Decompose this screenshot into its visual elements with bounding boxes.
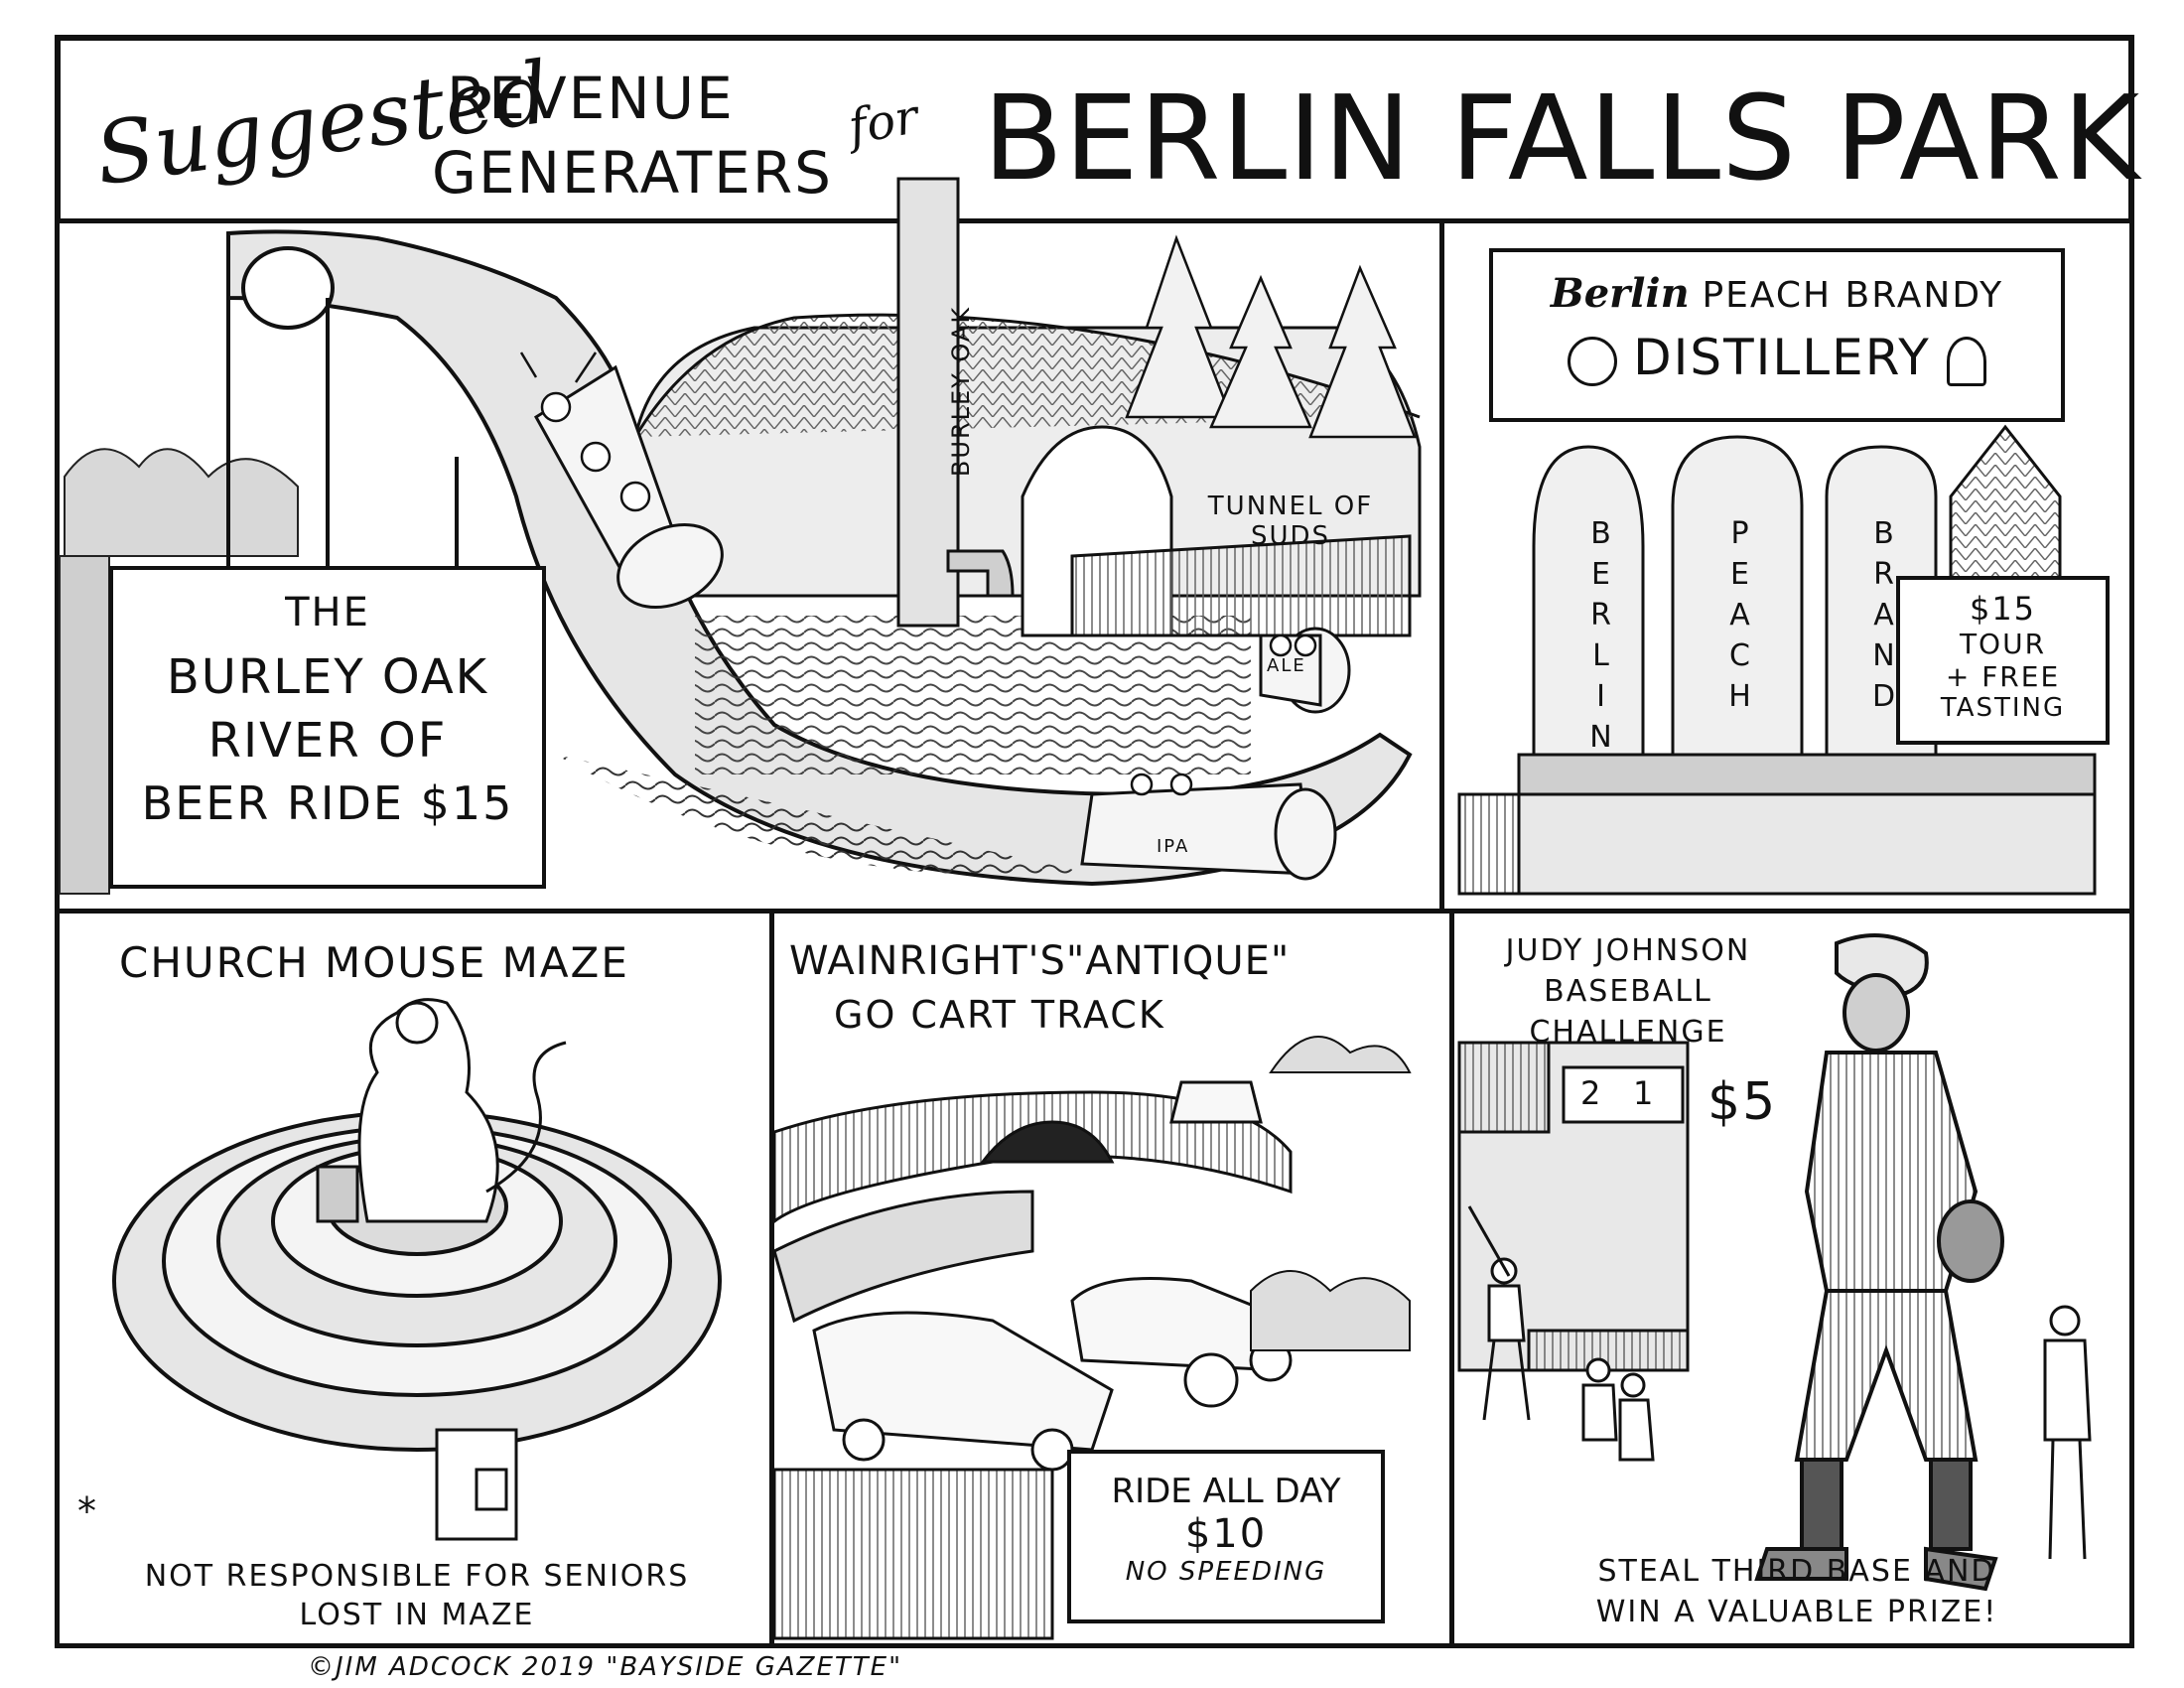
bushes-left xyxy=(59,448,299,895)
baseball-title-line-3: CHALLENGE xyxy=(1529,1015,1727,1050)
silo-letters-1: BERLIN xyxy=(1583,516,1618,761)
batter xyxy=(1467,1205,1531,1421)
peach-icon xyxy=(1568,336,1618,386)
spectators xyxy=(1581,1305,2092,1560)
river-sign-line-2: BURLEY OAK xyxy=(166,649,489,705)
barrel-ipa-label: IPA xyxy=(1157,836,1190,857)
park-name: BERLIN FALLS PARK xyxy=(983,70,2141,207)
distillery-title-script: Berlin xyxy=(1550,270,1690,317)
river-sign-line-3: RIVER OF xyxy=(207,713,448,769)
distillery-price-sign: $15 TOUR + FREE TASTING xyxy=(1896,576,2110,745)
river-ride-sign: THE BURLEY OAK RIVER OF BEER RIDE $15 xyxy=(109,566,546,889)
baseball-player xyxy=(1754,933,2004,1592)
scoreboard-digit-1: 2 xyxy=(1580,1074,1603,1112)
go-carts xyxy=(812,1080,1293,1472)
silo-letters-3: BRAND xyxy=(1866,516,1901,720)
maze-entry xyxy=(435,1428,518,1541)
brewery-building xyxy=(633,313,1422,637)
river-sign-line-4: BEER RIDE $15 xyxy=(141,776,514,830)
baseball-caption-line-1: STEAL THIRD BASE AND xyxy=(1597,1554,1996,1589)
distillery-base xyxy=(1457,753,2097,896)
distillery-title-word: DISTILLERY xyxy=(1633,329,1931,386)
tunnel-label-line-2: SUDS xyxy=(1250,521,1331,551)
header: Suggested REVENUE GENERATERS for BERLIN … xyxy=(55,35,2139,223)
tunnel-label: TUNNEL OF SUDS xyxy=(1171,492,1410,551)
header-line1: REVENUE xyxy=(447,65,735,132)
tunnel-label-line-1: TUNNEL OF xyxy=(1207,492,1374,521)
track xyxy=(772,1090,1293,1640)
baseball-title-line-2: BASEBALL xyxy=(1544,974,1712,1009)
baseball-caption: STEAL THIRD BASE AND WIN A VALUABLE PRIZ… xyxy=(1489,1554,2105,1629)
distillery-title-line-2: DISTILLERY xyxy=(1493,329,2061,386)
oak-post xyxy=(896,177,1015,628)
scoreboard-digit-2: 1 xyxy=(1633,1074,1656,1112)
distillery-title-line-1: Berlin PEACH BRANDY xyxy=(1493,270,2061,317)
brandy-glass-icon xyxy=(1946,336,1986,386)
baseball-title-line-1: JUDY JOHNSON xyxy=(1505,933,1751,968)
baseball-title: JUDY JOHNSON BASEBALL CHALLENGE xyxy=(1454,933,1802,1050)
mouse-statue xyxy=(316,998,567,1223)
gocart-title-line-2: GO CART TRACK xyxy=(834,993,1165,1037)
gocart-price: $10 xyxy=(1184,1511,1268,1557)
header-line2: GENERATERS xyxy=(432,139,833,207)
slide-chute xyxy=(226,229,1413,887)
trees xyxy=(1125,234,1417,439)
silo-letters-2: PEACH xyxy=(1722,516,1757,720)
oak-post-label: BURLEY OAK xyxy=(947,305,976,478)
silos xyxy=(1532,424,2062,757)
log-boats xyxy=(533,364,1351,881)
distillery-price: $15 xyxy=(1969,590,2037,628)
credit-line: ©JIM ADCOCK 2019 "BAYSIDE GAZETTE" xyxy=(308,1652,903,1682)
maze-disclaimer-line-1: NOT RESPONSIBLE FOR SENIORS xyxy=(144,1559,690,1594)
maze-disclaimer: NOT RESPONSIBLE FOR SENIORS LOST IN MAZE xyxy=(74,1559,759,1632)
baseball-caption-line-2: WIN A VALUABLE PRIZE! xyxy=(1595,1595,1998,1629)
barrel-ale-label: ALE xyxy=(1267,655,1306,676)
gocart-sign: RIDE ALL DAY $10 NO SPEEDING xyxy=(1067,1450,1385,1623)
distillery-price-line-2: TOUR xyxy=(1959,628,2047,660)
distillery-title-rest: PEACH BRANDY xyxy=(1702,275,2004,316)
distillery-price-line-3: + FREE xyxy=(1945,660,2061,693)
gocart-title-line-1: WAINRIGHT'S"ANTIQUE" xyxy=(789,938,1291,984)
maze-asterisk: * xyxy=(77,1489,98,1533)
maze-title: CHURCH MOUSE MAZE xyxy=(119,938,629,987)
gocart-trees xyxy=(1250,1036,1412,1351)
gocart-sign-line-3: NO SPEEDING xyxy=(1125,1557,1327,1587)
baseball-price: $5 xyxy=(1707,1072,1778,1132)
river-sign-line-1: THE xyxy=(285,590,370,635)
maze-disclaimer-line-2: LOST IN MAZE xyxy=(299,1598,535,1632)
distillery-title-sign: Berlin PEACH BRANDY DISTILLERY xyxy=(1489,248,2065,422)
distillery-price-line-4: TASTING xyxy=(1940,693,2066,723)
gocart-sign-line-1: RIDE ALL DAY xyxy=(1111,1472,1341,1511)
riders xyxy=(519,352,1317,796)
